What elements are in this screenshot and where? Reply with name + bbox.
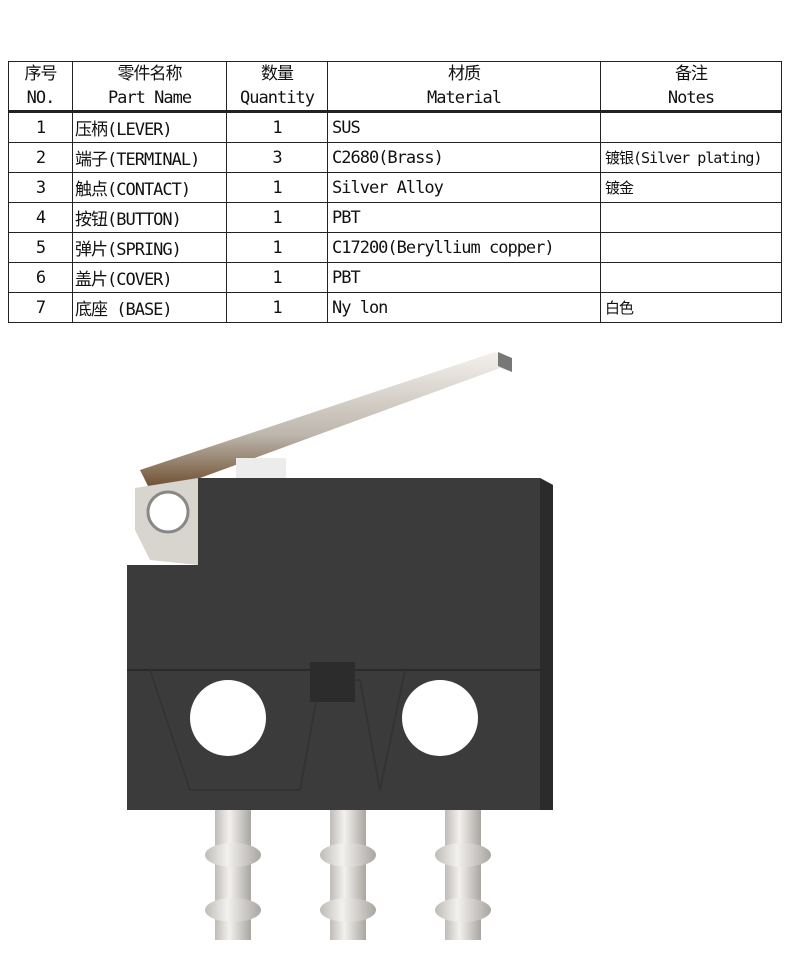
material: C17200(Beryllium copper) xyxy=(327,232,601,263)
material: Silver Alloy xyxy=(327,172,601,203)
parts-table: 序号 NO. 零件名称 Part Name 数量 Quantity 材质 Materia… xyxy=(8,61,782,323)
quantity: 1 xyxy=(226,202,328,233)
part-name: 端子(TERMINAL) xyxy=(72,142,227,173)
header-zh: 数量 xyxy=(261,64,294,84)
quantity: 1 xyxy=(226,172,328,203)
notes xyxy=(600,232,782,263)
header-material: 材质 Material xyxy=(327,61,601,112)
notes xyxy=(600,202,782,233)
row-no: 4 xyxy=(8,202,73,233)
header-en: Material xyxy=(427,88,502,108)
header-en: Quantity xyxy=(240,88,315,108)
material: SUS xyxy=(327,111,601,143)
notes: 镀金 xyxy=(600,172,782,203)
notes: 白色 xyxy=(600,292,782,323)
row-no: 2 xyxy=(8,142,73,173)
table-header-row: 序号 NO. 零件名称 Part Name 数量 Quantity 材质 Materia… xyxy=(8,61,782,112)
row-no: 1 xyxy=(8,111,73,143)
quantity: 1 xyxy=(226,232,328,263)
notes: 镀银(Silver plating) xyxy=(600,142,782,173)
lever xyxy=(140,352,512,490)
material: PBT xyxy=(327,202,601,233)
notes xyxy=(600,111,782,143)
material: C2680(Brass) xyxy=(327,142,601,173)
material: Ny lon xyxy=(327,292,601,323)
quantity: 1 xyxy=(226,292,328,323)
header-zh: 材质 xyxy=(448,64,481,84)
header-no: 序号 NO. xyxy=(8,61,73,112)
switch-body xyxy=(127,478,553,810)
part-name: 底座 (BASE) xyxy=(72,292,227,323)
row-no: 5 xyxy=(8,232,73,263)
row-no: 6 xyxy=(8,262,73,293)
part-name: 触点(CONTACT) xyxy=(72,172,227,203)
quantity: 1 xyxy=(226,262,328,293)
part-name: 弹片(SPRING) xyxy=(72,232,227,263)
header-en: Part Name xyxy=(107,88,192,108)
header-en: Notes xyxy=(667,88,715,108)
terminals xyxy=(205,810,491,940)
header-quantity: 数量 Quantity xyxy=(226,61,328,112)
header-zh: 序号 xyxy=(24,64,58,84)
quantity: 1 xyxy=(226,111,328,143)
row-no: 7 xyxy=(8,292,73,323)
header-part-name: 零件名称 Part Name xyxy=(72,61,227,112)
header-notes: 备注 Notes xyxy=(600,61,782,112)
button xyxy=(236,458,286,480)
row-no: 3 xyxy=(8,172,73,203)
part-name: 按钮(BUTTON) xyxy=(72,202,227,233)
header-zh: 备注 xyxy=(675,64,708,84)
material: PBT xyxy=(327,262,601,293)
part-name: 盖片(COVER) xyxy=(72,262,227,293)
micro-switch-photo xyxy=(127,352,553,940)
header-en: NO. xyxy=(26,88,56,108)
header-zh: 零件名称 xyxy=(117,64,183,84)
notes xyxy=(600,262,782,293)
quantity: 3 xyxy=(226,142,328,173)
part-name: 压柄(LEVER) xyxy=(72,111,227,143)
